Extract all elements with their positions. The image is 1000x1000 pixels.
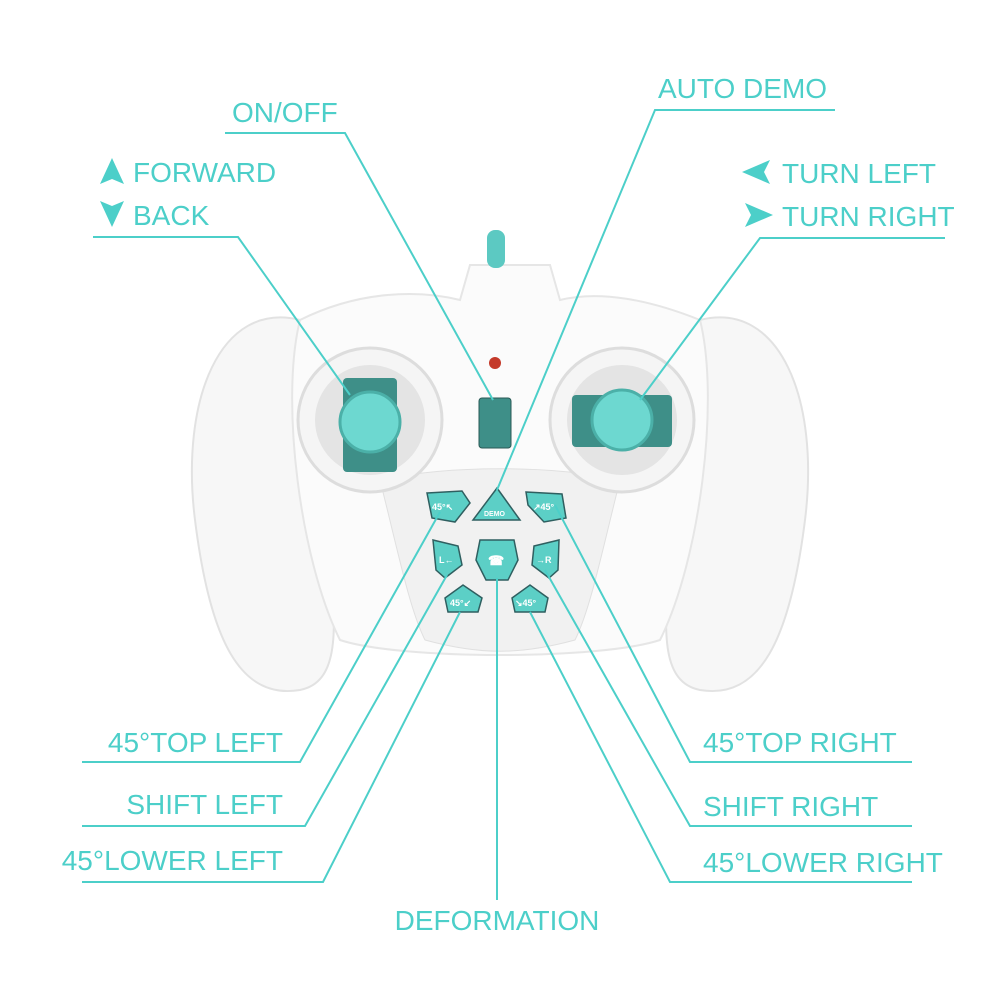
- left-joystick[interactable]: [296, 346, 444, 494]
- button-deformation[interactable]: ☎: [475, 539, 519, 581]
- button-label: →R: [536, 555, 552, 565]
- label-on-off: ON/OFF: [232, 97, 338, 128]
- arrow-left-icon: [742, 160, 770, 184]
- button-label: DEMO: [484, 511, 506, 518]
- label-shift-left: SHIFT LEFT: [126, 789, 283, 820]
- power-led: [489, 357, 501, 369]
- right-joystick[interactable]: [548, 346, 696, 494]
- label-deformation: DEFORMATION: [395, 905, 600, 936]
- button-shift-right[interactable]: →R: [531, 539, 560, 579]
- arrow-right-icon: [745, 203, 773, 227]
- label-turn-right: TURN RIGHT: [782, 201, 955, 232]
- button-shift-left[interactable]: L←: [432, 539, 463, 579]
- label-45-top-left: 45°TOP LEFT: [108, 727, 283, 758]
- button-label: 45°↖: [432, 502, 453, 512]
- antenna: [487, 230, 505, 268]
- button-45-lower-right[interactable]: ↘45°: [511, 584, 549, 613]
- label-forward: FORWARD: [133, 157, 276, 188]
- arrow-down-icon: [100, 201, 124, 227]
- label-45-top-right: 45°TOP RIGHT: [703, 727, 897, 758]
- label-45-lower-left: 45°LOWER LEFT: [62, 845, 283, 876]
- label-45-lower-right: 45°LOWER RIGHT: [703, 847, 943, 878]
- remote-controller: 45°↖ DEMO ↗45° L← ☎ →R 45°↙ ↘45°: [191, 230, 809, 693]
- label-back: BACK: [133, 200, 210, 231]
- button-demo[interactable]: DEMO: [471, 486, 522, 521]
- label-auto-demo: AUTO DEMO: [658, 73, 827, 104]
- button-label: 45°↙: [450, 598, 471, 608]
- button-label: ↘45°: [515, 598, 537, 608]
- deformation-icon: ☎: [488, 553, 504, 568]
- button-label: L←: [439, 555, 454, 565]
- button-45-top-right[interactable]: ↗45°: [525, 491, 567, 523]
- button-45-lower-left[interactable]: 45°↙: [444, 584, 483, 613]
- button-label: ↗45°: [533, 502, 555, 512]
- callout-lines: [82, 109, 945, 900]
- power-switch[interactable]: [478, 397, 512, 449]
- label-shift-right: SHIFT RIGHT: [703, 791, 878, 822]
- label-turn-left: TURN LEFT: [782, 158, 936, 189]
- arrow-up-icon: [100, 158, 124, 184]
